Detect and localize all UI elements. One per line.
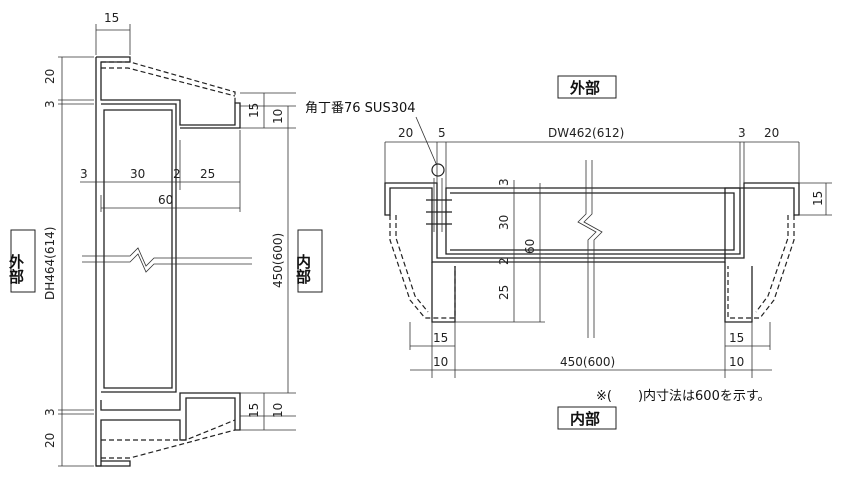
right-dim-v2: 2: [497, 257, 511, 265]
right-dim-20-left: 20: [398, 126, 413, 140]
left-dim-3-top: 3: [43, 100, 57, 108]
left-dim-flange-10: 10: [271, 109, 285, 124]
left-frame-bottom-dashed: [101, 419, 236, 459]
left-dim-bottom-15: 15: [247, 403, 261, 418]
hinge-icon: [431, 163, 445, 177]
right-break-line: [577, 160, 603, 338]
right-dim-10-br: 10: [729, 355, 744, 369]
left-dim-flange-15: 15: [247, 103, 261, 118]
right-dim-15-right: 15: [811, 191, 825, 206]
left-inner-label-box: [297, 229, 323, 293]
right-inner-label-box: [557, 406, 617, 430]
right-dim-opening: 450(600): [560, 355, 615, 369]
left-dim-30: 30: [130, 167, 145, 181]
left-outer-label: 外部: [7, 253, 25, 285]
right-dim-20-right: 20: [764, 126, 779, 140]
left-dim-height: DH464(614): [43, 227, 57, 300]
left-dim-60: 60: [158, 193, 173, 207]
right-dim-v25: 25: [497, 285, 511, 300]
right-dim-10-bl: 10: [433, 355, 448, 369]
right-frame-outer: [384, 182, 800, 263]
left-dim-3: 3: [80, 167, 88, 181]
left-dim-20-bottom: 20: [43, 433, 57, 448]
right-dim-15-br: 15: [729, 331, 744, 345]
left-frame-top-dashed: [101, 61, 236, 103]
left-dim-top-15: 15: [104, 11, 119, 25]
right-outer-label-box: [557, 75, 617, 99]
hinge-label: 角丁番76 SUS304: [305, 101, 416, 116]
left-frame-inner-rect2: [101, 103, 177, 393]
right-dim-v60: 60: [523, 239, 537, 254]
right-foot-right: [724, 262, 753, 323]
left-dim-3-bottom: 3: [43, 408, 57, 416]
right-outer-label: 外部: [569, 79, 600, 97]
right-frame-left-dashed: [389, 215, 456, 319]
left-outer-label-box: [10, 229, 36, 293]
right-inner-label: 内部: [570, 410, 600, 428]
left-frame-inner-rect: [103, 109, 173, 389]
right-dim-3: 3: [738, 126, 746, 140]
left-frame-bottom: [96, 460, 131, 467]
right-dim-15-bl: 15: [433, 331, 448, 345]
left-frame-body: [95, 57, 241, 467]
left-dim-25: 25: [200, 167, 215, 181]
right-foot-left: [431, 262, 456, 323]
right-dim-width: DW462(612): [548, 126, 624, 140]
left-inner-label: 内部: [294, 253, 312, 285]
left-view: 15 20 3 DH464(614) 3 20 3 30 2 25 60 15 …: [7, 11, 323, 467]
left-dim-20-top: 20: [43, 69, 57, 84]
left-break-line: [82, 247, 252, 273]
left-dim-bottom-10: 10: [271, 403, 285, 418]
right-frame-inner: [445, 187, 741, 255]
left-dim-opening: 450(600): [271, 233, 285, 288]
left-frame-top: [96, 56, 241, 129]
right-view: 外部 角丁番76 SUS304 20 5 DW462(612) 3 20: [305, 75, 832, 430]
note-text: ※( )内寸法は600を示す。: [596, 388, 771, 404]
left-dim-2: 2: [173, 167, 181, 181]
right-frame-right-dashed: [727, 215, 795, 319]
right-dim-v3: 3: [497, 178, 511, 186]
right-dim-5: 5: [438, 126, 446, 140]
right-dim-v30: 30: [497, 215, 511, 230]
